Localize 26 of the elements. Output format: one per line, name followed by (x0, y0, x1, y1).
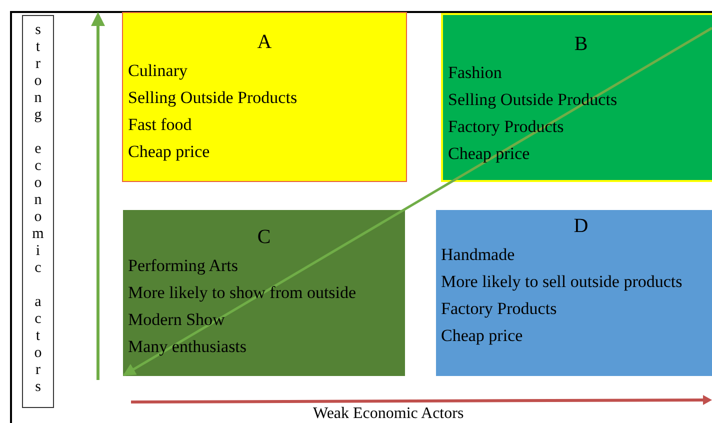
quadrant-title: C (257, 225, 271, 250)
quadrant-item: Handmade (440, 244, 516, 266)
quadrant-item: Performing Arts (127, 254, 240, 277)
quadrant-title: B (574, 32, 588, 57)
axis-label-box (22, 15, 54, 408)
quadrant-item: Many enthusiasts (127, 336, 248, 358)
quadrant-box (122, 12, 407, 182)
quadrant-item: Modern Show (127, 308, 226, 330)
quadrant-item: Factory Products (440, 298, 558, 320)
quadrant-title: D (574, 214, 588, 239)
quadrant-item: More likely to sell outside products (440, 270, 684, 293)
quadrant-item: Fast food (127, 114, 193, 136)
diagonal-arrow (122, 26, 712, 376)
quadrant-item: Cheap price (447, 142, 531, 165)
quadrant-item: Cheap price (440, 324, 524, 347)
axis-label: strong economic actors (31, 22, 45, 396)
quadrant-title: A (257, 30, 272, 55)
quadrant-item: Culinary (127, 60, 188, 82)
quadrant-box (441, 13, 712, 182)
quadrant-item: More likely to show from outside (127, 282, 358, 304)
quadrant-item: Fashion (447, 62, 503, 84)
quadrant-box (123, 210, 405, 376)
quadrant-item: Cheap price (127, 140, 211, 163)
quadrant-box (436, 210, 712, 376)
quadrant-item: Selling Outside Products (127, 86, 298, 109)
axis-label: Weak Economic Actors (313, 404, 464, 423)
